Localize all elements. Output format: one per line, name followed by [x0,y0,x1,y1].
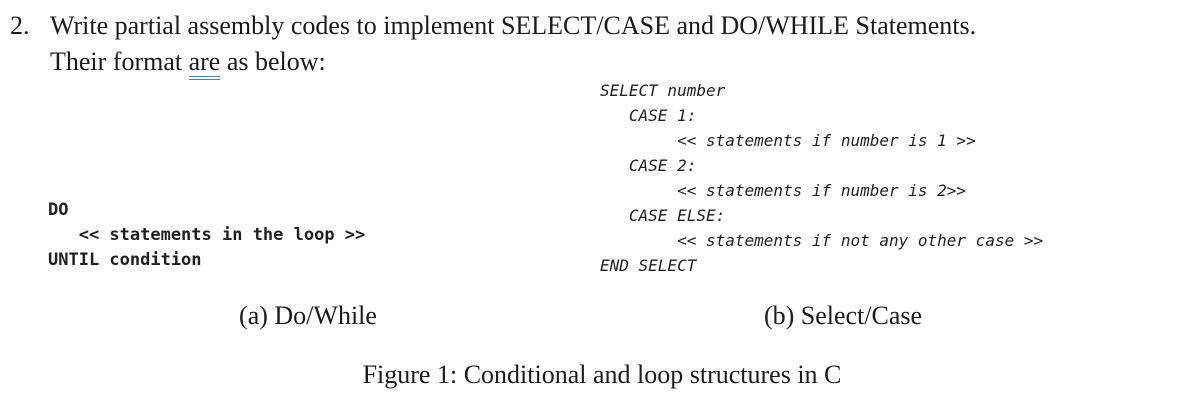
question-line-1: Write partial assembly codes to implemen… [50,11,977,40]
caption-do-while: (a) Do/While [239,301,377,330]
code-line: CASE 2: [600,156,697,175]
question-line-2: Their format are as below: [50,44,976,80]
question-number: 2. [10,11,30,40]
grammar-underlined-word: are [188,47,221,80]
caption-select-case: (b) Select/Case [763,301,923,330]
code-line: CASE ELSE: [600,206,726,225]
question-line-2-suffix: as below: [220,47,326,76]
code-line: DO [48,200,69,220]
code-line: << statements if not any other case >> [600,231,1044,250]
code-line: SELECT number [600,81,726,100]
do-while-code-block: DO << statements in the loop >> UNTIL co… [48,198,365,273]
code-line: << statements if number is 2>> [600,181,967,200]
question-line-2-prefix: Their format [50,47,189,76]
code-line: << statements if number is 1 >> [600,131,976,150]
code-line: << statements in the loop >> [48,225,366,245]
code-line: UNTIL condition [48,250,202,270]
select-case-code-block: SELECT number CASE 1: << statements if n… [600,78,1043,278]
figure-caption: Figure 1: Conditional and loop structure… [362,360,842,389]
question-2: 2. Write partial assembly codes to imple… [10,8,976,80]
code-line: CASE 1: [600,106,697,125]
code-line: END SELECT [600,256,697,275]
question-text: Write partial assembly codes to implemen… [50,8,976,80]
